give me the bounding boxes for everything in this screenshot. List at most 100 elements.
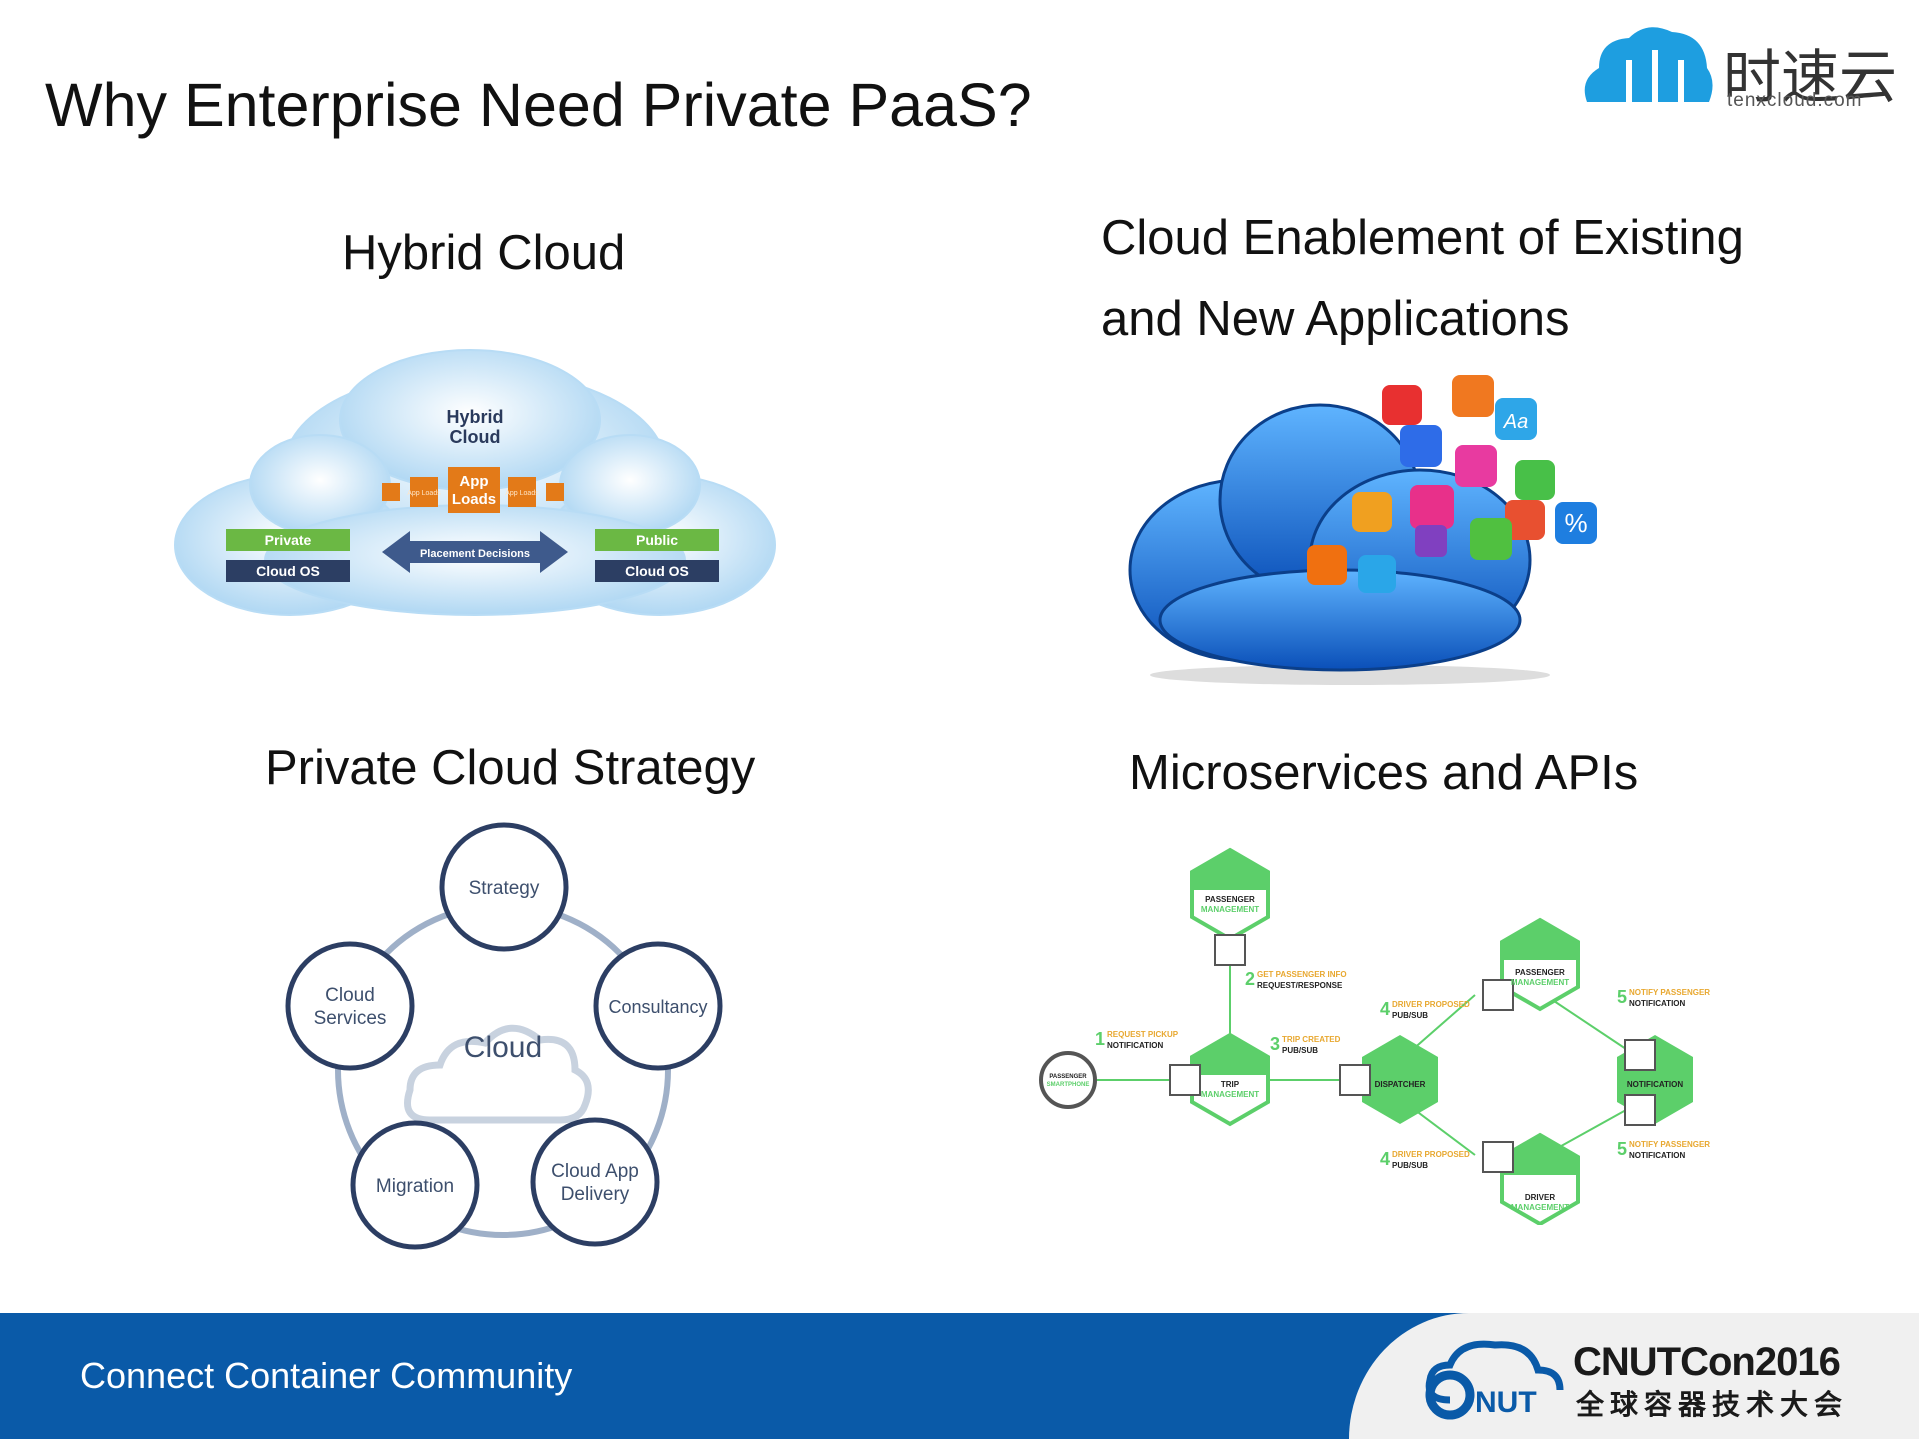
mail-icon (1352, 492, 1392, 532)
step-4-number-top: 4 (1380, 999, 1390, 1019)
driver-mgmt-label-1: DRIVER (1525, 1193, 1555, 1202)
trip-mgmt-label-2: MANAGEMENT (1201, 1090, 1259, 1099)
step-2-type: REQUEST/RESPONSE (1257, 981, 1343, 990)
app-block (546, 483, 564, 501)
private-cloud-title: Private Cloud Strategy (265, 741, 756, 795)
app-loads-small-right (508, 477, 536, 507)
driver-mgmt-label-2: MANAGEMENT (1511, 1203, 1569, 1212)
enablement-title-line1: Cloud Enablement of Existing (1101, 211, 1744, 265)
app-loads-small-left (410, 477, 438, 507)
cart-icon (1470, 518, 1512, 560)
cloud-icon (404, 1024, 592, 1124)
center-cloud-label: Cloud (464, 1031, 542, 1064)
public-label: Public (636, 532, 678, 548)
dispatcher-hex (1362, 1035, 1438, 1124)
music-icon (1410, 485, 1454, 529)
delivery-label-1: Cloud App (551, 1161, 639, 1182)
microservices-title: Microservices and APIs (1129, 746, 1639, 800)
footer-tagline: Connect Container Community (80, 1355, 573, 1396)
consultancy-label: Consultancy (608, 997, 707, 1017)
public-badge (595, 529, 719, 551)
step-5-number-bottom: 5 (1617, 1139, 1627, 1159)
app-block (382, 483, 400, 501)
gear-icon (1452, 375, 1494, 417)
passenger-mgmt-label-2: MANAGEMENT (1201, 905, 1259, 914)
hybrid-cloud-label-2: Cloud (450, 427, 501, 447)
enablement-title-line2: and New Applications (1101, 292, 1570, 346)
cloud-apps-illustration: Aa % (1128, 375, 1597, 685)
blue-cloud-icon (1128, 403, 1532, 672)
font-icon-label: Aa (1503, 411, 1528, 433)
app-loads-small-label: App Loads (505, 490, 539, 497)
hybrid-cloud-diagram: Hybrid Cloud App Loads App Loads App Loa… (174, 349, 776, 616)
step-2-title: GET PASSENGER INFO (1257, 970, 1347, 979)
font-icon (1495, 398, 1537, 440)
strategy-node (439, 822, 569, 952)
consultancy-node (593, 941, 723, 1071)
migration-node (350, 1120, 480, 1250)
step-1-title: REQUEST PICKUP (1107, 1030, 1179, 1039)
cnut-logo-text: NUT (1475, 1386, 1537, 1419)
public-cloud-os-label: Cloud OS (625, 563, 689, 579)
public-cloud-os (595, 560, 719, 582)
brand-logo-icon (1584, 27, 1713, 103)
services-label-1: Cloud (325, 985, 375, 1006)
passenger-smartphone-node (1039, 1051, 1097, 1109)
event-name-cn: 全球容器技术大会 (1576, 1389, 1849, 1420)
rss-icon (1307, 545, 1347, 585)
step-5-title-top: NOTIFY PASSENGER (1629, 988, 1710, 997)
private-cloud-os-label: Cloud OS (256, 563, 320, 579)
private-cloud-strategy-diagram: Cloud Strategy Consultancy Cloud App Del… (285, 822, 723, 1250)
camera-icon (1358, 555, 1396, 593)
migration-label: Migration (376, 1176, 454, 1197)
step-4-number-bottom: 4 (1380, 1149, 1390, 1169)
step-4-title-bottom: DRIVER PROPOSED (1392, 1150, 1470, 1159)
private-cloud-os (226, 560, 350, 582)
cloud-app-delivery-node (530, 1117, 660, 1247)
passenger-mgmt-right-label-2: MANAGEMENT (1511, 978, 1569, 987)
smartphone-label-2: SMARTPHONE (1047, 1082, 1090, 1088)
step-3-type: PUB/SUB (1282, 1046, 1318, 1055)
cloud-services-node (285, 941, 415, 1071)
step-3-number: 3 (1270, 1034, 1280, 1054)
passenger-mgmt-label-1: PASSENGER (1205, 895, 1255, 904)
event-name: CNUTCon2016 (1573, 1340, 1841, 1384)
globe-icon (1400, 425, 1442, 467)
placement-label: Placement Decisions (420, 548, 530, 560)
delivery-label-2: Delivery (561, 1184, 630, 1205)
percent-icon (1555, 502, 1597, 544)
app-loads-main (448, 467, 500, 513)
hybrid-cloud-label-1: Hybrid (446, 407, 503, 427)
placement-arrow-icon (382, 531, 568, 573)
hybrid-cloud-title: Hybrid Cloud (342, 226, 626, 280)
step-2-number: 2 (1245, 969, 1255, 989)
brand-domain: tenxcloud.com (1727, 90, 1863, 111)
trip-mgmt-label-1: TRIP (1221, 1080, 1240, 1089)
dispatcher-label: DISPATCHER (1375, 1080, 1426, 1089)
notification-node-label: NOTIFICATION (1627, 1080, 1684, 1089)
info-icon (1382, 385, 1422, 425)
services-label-2: Services (314, 1008, 387, 1029)
strategy-label: Strategy (469, 878, 540, 899)
expand-icon (1515, 460, 1555, 500)
lock-icon (1505, 500, 1545, 540)
smartphone-label-1: PASSENGER (1049, 1074, 1087, 1080)
step-5-type-bottom: NOTIFICATION (1629, 1151, 1686, 1160)
step-4-title-top: DRIVER PROPOSED (1392, 1000, 1470, 1009)
private-label: Private (265, 532, 312, 548)
step-5-number-top: 5 (1617, 987, 1627, 1007)
step-4-type-bottom: PUB/SUB (1392, 1161, 1428, 1170)
private-badge (226, 529, 350, 551)
brand-name: 时速云 (1723, 45, 1898, 110)
step-1-type: NOTIFICATION (1107, 1041, 1164, 1050)
passenger-mgmt-right-label-1: PASSENGER (1515, 968, 1565, 977)
slide-title: Why Enterprise Need Private PaaS? (45, 71, 1032, 139)
percent-icon-label: % (1564, 508, 1587, 538)
cnut-logo-icon: NUT (1425, 1340, 1564, 1420)
step-3-title: TRIP CREATED (1282, 1035, 1341, 1044)
step-4-type-top: PUB/SUB (1392, 1011, 1428, 1020)
app-loads-main-label-2: Loads (452, 491, 496, 508)
app-icon (1415, 525, 1447, 557)
step-5-type-top: NOTIFICATION (1629, 999, 1686, 1008)
microservices-diagram: PASSENGER MANAGEMENT PASSENGER SMARTPHON… (1039, 847, 1710, 1225)
